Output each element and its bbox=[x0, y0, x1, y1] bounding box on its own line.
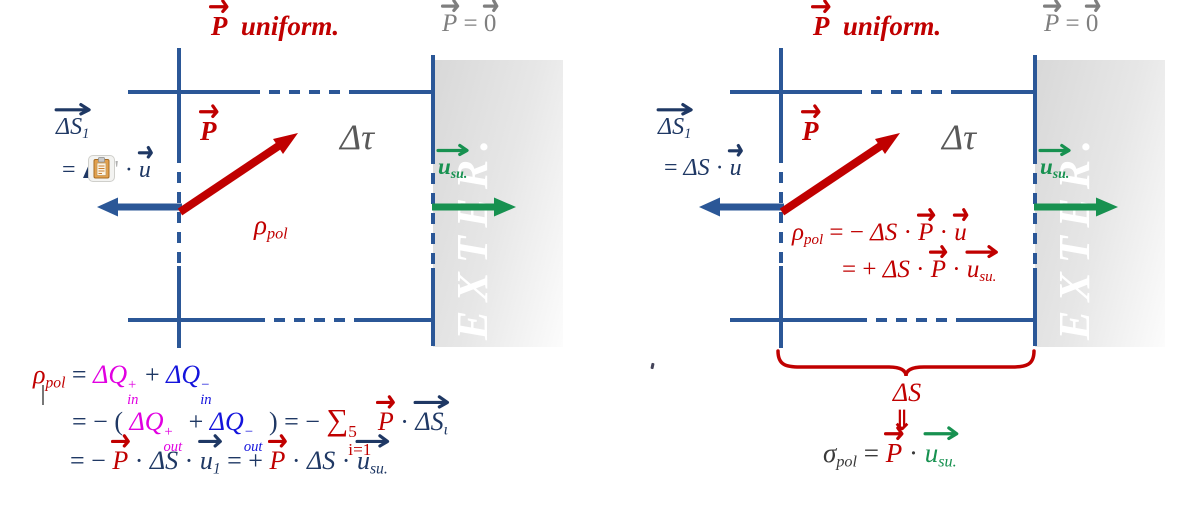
box-top-edge-dashed bbox=[249, 90, 360, 94]
diagram-right-surface-charge: EXTER. P uniform. P = 0 ΔS1 = ΔS · u P Δ… bbox=[602, 0, 1200, 506]
label-u-su: usu. bbox=[1040, 154, 1069, 181]
label-delta-s-total: ΔS bbox=[892, 378, 922, 407]
title-p-uniform: P uniform. bbox=[782, 11, 972, 42]
label-delta-s1: ΔS1 bbox=[56, 114, 89, 141]
label-rho-pol: ρpol bbox=[254, 210, 288, 243]
label-delta-s1-definition: = ' · u bbox=[62, 155, 151, 184]
equation-sigma-pol: σpol = P · usu. bbox=[823, 438, 957, 470]
label-delta-tau: Δτ bbox=[340, 117, 375, 157]
equation-rho-pol-line1: ρpol = ΔQ+in + ΔQ−in bbox=[33, 360, 212, 408]
title-p-uniform: P uniform. bbox=[180, 11, 370, 42]
box-top-edge-left bbox=[730, 90, 851, 94]
box-left-edge-bottom bbox=[779, 266, 783, 348]
box-bottom-edge-dashed bbox=[254, 318, 365, 322]
box-bottom-edge-right bbox=[365, 318, 434, 322]
clipboard-paste-icon bbox=[82, 155, 115, 182]
equation-rho-pol-line3: = − P · ΔS · u1 = + P · ΔS · usu. bbox=[70, 446, 388, 477]
box-right-edge-top bbox=[431, 55, 435, 153]
box-left-edge-top bbox=[177, 48, 181, 152]
box-bottom-edge-left bbox=[128, 318, 254, 322]
implies-down-arrow: ⇓ bbox=[890, 404, 914, 437]
box-top-edge-left bbox=[128, 90, 249, 94]
box-bottom-edge-right bbox=[967, 318, 1036, 322]
label-p-vector: P bbox=[802, 116, 819, 147]
surface-normal-arrow-left bbox=[698, 196, 786, 218]
diagram-left-charge-balance: EXTER. P uniform. P = 0 ΔS1 = ' · u P Δτ bbox=[33, 0, 563, 477]
box-right-edge-bottom bbox=[431, 268, 435, 346]
box-right-edge-top bbox=[1033, 55, 1037, 153]
label-u-su: usu. bbox=[438, 154, 467, 181]
box-right-edge-bottom bbox=[1033, 268, 1037, 346]
label-p-equals-zero: P = 0 bbox=[1044, 10, 1098, 38]
label-delta-s1: ΔS1 bbox=[658, 114, 691, 141]
label-delta-s1-definition: = ΔS · u bbox=[664, 155, 742, 182]
label-p-equals-zero: P = 0 bbox=[442, 10, 496, 38]
polarization-vector-arrow bbox=[172, 124, 308, 220]
equation-rho-inbox-line2: = + ΔS · P · usu. bbox=[842, 256, 996, 285]
label-delta-tau: Δτ bbox=[942, 117, 977, 157]
surface-normal-arrow-exterior bbox=[1034, 196, 1120, 218]
box-left-edge-top bbox=[779, 48, 783, 152]
box-bottom-edge-dashed bbox=[856, 318, 967, 322]
equation-rho-inbox-line1: ρpol = − ΔS · P · u bbox=[792, 219, 967, 248]
surface-normal-arrow-exterior bbox=[432, 196, 518, 218]
box-top-edge-right bbox=[360, 90, 434, 94]
box-left-edge-bottom bbox=[177, 266, 181, 348]
text-cursor-artifact bbox=[42, 385, 44, 405]
underbrace-delta-s bbox=[776, 349, 1036, 378]
box-top-edge-right bbox=[962, 90, 1036, 94]
polarization-vector-arrow bbox=[774, 124, 910, 220]
box-top-edge-dashed bbox=[851, 90, 962, 94]
box-bottom-edge-left bbox=[730, 318, 856, 322]
surface-normal-arrow-left bbox=[96, 196, 184, 218]
label-p-vector: P bbox=[200, 116, 217, 147]
